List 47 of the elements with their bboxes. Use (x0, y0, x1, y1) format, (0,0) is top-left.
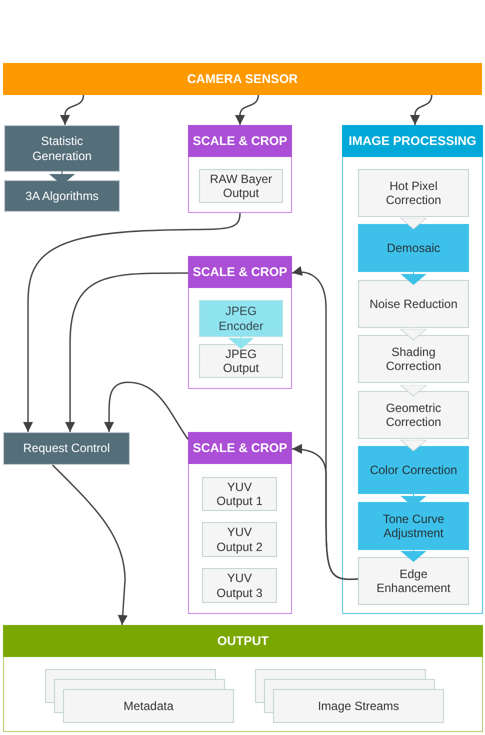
chevron-arrow (228, 336, 254, 349)
chevron-arrow (400, 438, 427, 452)
process-box: Color Correction (358, 446, 469, 494)
process-box: YUV Output 3 (202, 568, 277, 603)
chevron-arrow (400, 548, 426, 562)
process-box: Request Control (3, 432, 130, 465)
arrow (104, 382, 189, 440)
group-heading: SCALE & CROP (188, 125, 292, 157)
arrow (65, 272, 188, 432)
group-frame (188, 125, 292, 213)
arrow (410, 94, 432, 125)
sensor-band: CAMERA SENSOR (3, 63, 482, 95)
arrow (23, 212, 241, 432)
process-box: JPEG Encoder (199, 300, 283, 337)
process-box: 3A Algorithms (4, 180, 120, 212)
stacked-cards (45, 669, 234, 723)
arrow (235, 94, 259, 125)
card-label: Image Streams (318, 699, 400, 713)
group-heading: IMAGE PROCESSING (342, 125, 483, 157)
process-box: YUV Output 1 (202, 477, 277, 511)
chevron-arrow (400, 270, 426, 285)
card-label: Metadata (123, 699, 174, 713)
process-box: Tone Curve Adjustment (358, 502, 469, 550)
chevron-arrow (400, 216, 427, 230)
process-box: JPEG Output (199, 344, 283, 378)
group-heading: SCALE & CROP (188, 256, 292, 288)
group-frame (3, 625, 483, 732)
process-box: RAW Bayer Output (199, 169, 283, 203)
arrow (60, 94, 84, 125)
process-box: Hot Pixel Correction (358, 169, 469, 217)
chevron-arrow (400, 382, 427, 396)
group-heading: SCALE & CROP (188, 432, 292, 464)
process-box: Edge Enhancement (358, 557, 469, 605)
arrow (292, 444, 358, 580)
arrow (52, 464, 128, 626)
process-box: Noise Reduction (358, 280, 469, 328)
process-box: YUV Output 2 (202, 522, 277, 557)
process-box: Demosaic (358, 224, 469, 272)
group-frame (188, 256, 292, 389)
group-frame (342, 125, 483, 614)
group-heading: OUTPUT (3, 625, 483, 657)
process-box: Shading Correction (358, 335, 469, 383)
stacked-cards (255, 669, 444, 723)
process-box: Geometric Correction (358, 391, 469, 439)
group-frame (188, 432, 292, 614)
chevron-arrow (400, 326, 427, 340)
process-box: Statistic Generation (4, 125, 120, 172)
